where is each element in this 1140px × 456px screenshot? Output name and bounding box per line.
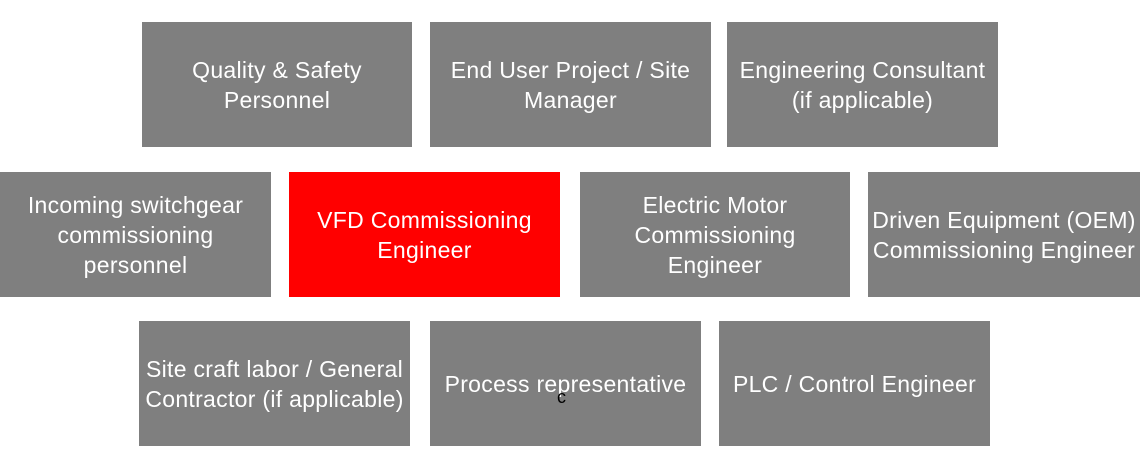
stakeholder-box-site-craft-labor: Site craft labor / General Contractor (i… [139, 321, 410, 446]
stakeholder-box-plc-control-engineer: PLC / Control Engineer [719, 321, 990, 446]
box-label: Incoming switchgear commissioning person… [27, 191, 244, 278]
box-label: Process representative [444, 370, 687, 397]
stakeholder-box-incoming-switchgear: Incoming switchgear commissioning person… [0, 172, 271, 297]
center-box-vfd-commissioning-engineer: VFD Commissioning Engineer [289, 172, 560, 297]
stakeholder-box-engineering-consultant: Engineering Consultant (if applicable) [727, 22, 998, 147]
stakeholder-box-driven-equipment: Driven Equipment (OEM) Commissioning Eng… [868, 172, 1140, 297]
box-label: Engineering Consultant (if applicable) [739, 56, 986, 113]
stakeholder-box-quality-safety: Quality & Safety Personnel [142, 22, 412, 147]
box-label: PLC / Control Engineer [732, 370, 977, 397]
box-label: Driven Equipment (OEM) Commissioning Eng… [872, 206, 1136, 263]
box-label: Electric Motor Commissioning Engineer [634, 191, 796, 278]
box-label: End User Project / Site Manager [450, 56, 691, 113]
stakeholder-box-process-representative: Process representative [430, 321, 701, 446]
text-cursor-glyph: c [557, 387, 566, 407]
stakeholder-box-end-user-manager: End User Project / Site Manager [430, 22, 711, 147]
box-label: Site craft labor / General Contractor (i… [145, 355, 404, 412]
stakeholder-box-electric-motor: Electric Motor Commissioning Engineer [580, 172, 850, 297]
center-label: VFD Commissioning Engineer [317, 206, 532, 263]
box-label: Quality & Safety Personnel [192, 56, 362, 113]
